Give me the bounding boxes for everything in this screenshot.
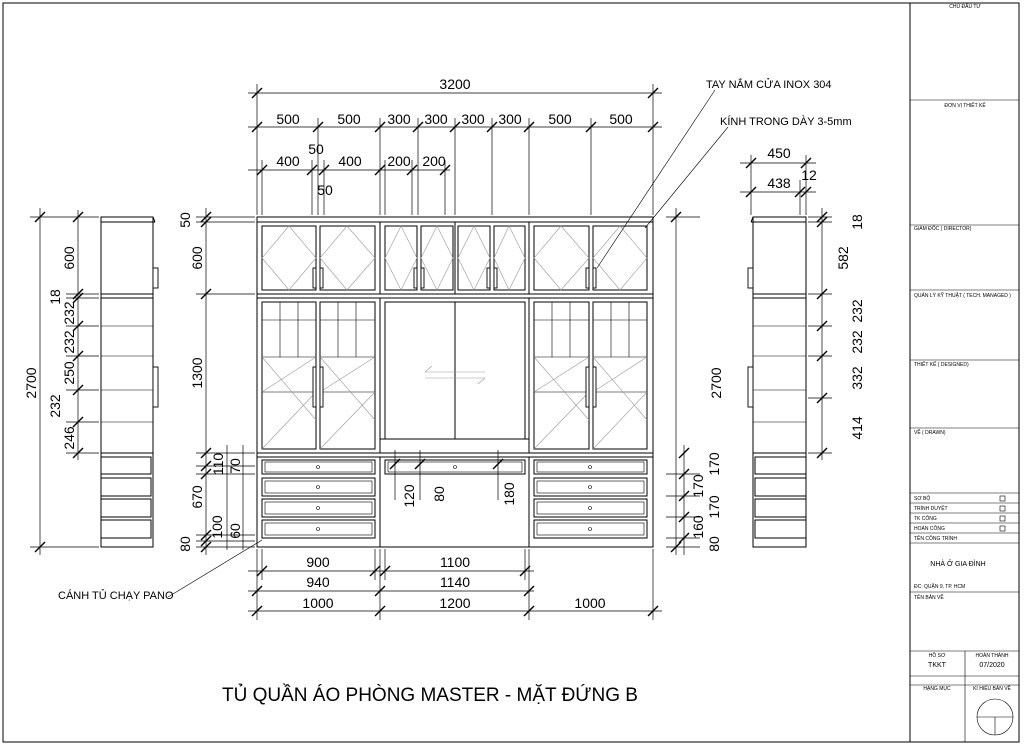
dim-top-total: 3200 bbox=[439, 76, 470, 92]
upper-glass-doors bbox=[261, 222, 648, 294]
tb-drawing-label: TÊN BẢN VẼ bbox=[914, 593, 944, 601]
tb-project-label: TÊN CÔNG TRÌNH bbox=[914, 534, 957, 542]
dim-left-8: 60 bbox=[227, 523, 243, 539]
tb-stage-2: TRÌNH DUYỆT bbox=[914, 504, 948, 512]
dim-mid-sub: 50 bbox=[317, 182, 333, 198]
note-glass: KÍNH TRONG DÀY 3-5mm bbox=[720, 115, 852, 128]
dim-right-5: 160 bbox=[690, 515, 706, 539]
dim-top-5: 300 bbox=[461, 111, 485, 127]
dim-right-2: 170 bbox=[706, 452, 722, 476]
tb-stage-3: TK CÔNG bbox=[914, 515, 937, 522]
dim-left-9: 80 bbox=[177, 536, 193, 552]
left-side-view bbox=[30, 208, 159, 555]
note-handle: TAY NẮM CỬA INOX 304 bbox=[706, 78, 832, 91]
drawing-title: TỦ QUẦN ÁO PHÒNG MASTER - MẶT ĐỨNG B bbox=[222, 684, 638, 706]
right-dim-3: 232 bbox=[849, 299, 865, 323]
dim-bottom-inner-2: 1100 bbox=[440, 554, 470, 570]
tb-owner: CHỦ ĐẦU TƯ bbox=[949, 3, 981, 10]
tb-completed-value: 07/2020 bbox=[979, 662, 1004, 669]
dim-left-6: 670 bbox=[189, 485, 205, 509]
dim-bottom-outer-2: 1200 bbox=[439, 595, 470, 611]
tb-code-label: KÍ HIỆU BẢN VẼ bbox=[973, 684, 1011, 692]
dim-left-3: 1300 bbox=[189, 357, 205, 388]
dim-bottom-mid-2: 1140 bbox=[440, 574, 470, 590]
right-dim-top-3: 12 bbox=[801, 167, 817, 183]
dim-top-8: 500 bbox=[609, 111, 633, 127]
dim-top-3: 300 bbox=[387, 111, 411, 127]
right-side-view bbox=[740, 155, 832, 548]
dim-center-2: 80 bbox=[431, 486, 447, 502]
dim-top-7: 500 bbox=[548, 111, 572, 127]
right-dim-top-2: 438 bbox=[767, 175, 791, 191]
dim-top-4: 300 bbox=[424, 111, 448, 127]
right-dim-4: 232 bbox=[849, 330, 865, 354]
dim-right-4: 170 bbox=[706, 495, 722, 519]
right-dim-5: 332 bbox=[849, 366, 865, 390]
tb-completed-label: HOÀN THÀNH bbox=[976, 652, 1009, 659]
left-dim-6: 232 bbox=[47, 394, 63, 418]
middle-section bbox=[261, 298, 648, 453]
right-dim-2: 582 bbox=[835, 246, 851, 270]
dim-top-2: 500 bbox=[337, 111, 361, 127]
dim-left-2: 600 bbox=[189, 246, 205, 270]
front-dimension-lines bbox=[167, 84, 729, 620]
dim-mid-3: 400 bbox=[338, 153, 362, 169]
dim-mid-1: 400 bbox=[276, 153, 300, 169]
tb-designed: THIẾT KẾ ( DESIGNED) bbox=[914, 361, 969, 368]
tb-stage-4: HOÀN CÔNG bbox=[914, 525, 945, 532]
tb-director: GIÁM ĐỐC ( DIRECTOR) bbox=[914, 225, 972, 232]
tb-tech-manager: QUẢN LÝ KỸ THUẬT ( TECH. MANAGED ) bbox=[914, 292, 1011, 299]
dim-bottom-mid-1: 940 bbox=[306, 574, 330, 590]
dim-bottom-inner-1: 900 bbox=[306, 554, 330, 570]
drawer-section bbox=[261, 457, 648, 547]
tb-stage-1: SƠ BỘ bbox=[914, 495, 930, 502]
dim-right-1: 2700 bbox=[708, 367, 724, 398]
tb-file-label: HỒ SƠ bbox=[929, 652, 946, 659]
right-dim-1: 18 bbox=[849, 214, 865, 230]
dim-mid-5: 200 bbox=[422, 153, 446, 169]
left-dim-2: 18 bbox=[47, 289, 63, 305]
left-dim-7: 246 bbox=[61, 426, 77, 450]
tb-file-value: TKKT bbox=[928, 662, 947, 669]
tb-drawn: VẼ ( DRAWN) bbox=[914, 429, 946, 436]
tb-address: ĐC: QUẬN 9, TP. HCM bbox=[914, 583, 965, 590]
left-dim-total: 2700 bbox=[23, 367, 39, 398]
dim-left-5: 70 bbox=[227, 458, 243, 474]
dim-mid-4: 200 bbox=[387, 153, 411, 169]
dim-bottom-outer-3: 1000 bbox=[574, 595, 605, 611]
dim-center-1: 120 bbox=[401, 484, 417, 508]
note-panel: CÁNH TỦ CHẠY PANO bbox=[58, 589, 174, 602]
dim-bottom-outer-1: 1000 bbox=[302, 595, 333, 611]
tb-item-label: HẠNG MỤC bbox=[923, 686, 951, 692]
dim-top-6: 300 bbox=[498, 111, 522, 127]
dim-top-1: 500 bbox=[276, 111, 300, 127]
dim-center-3: 180 bbox=[501, 482, 517, 506]
right-dim-6: 414 bbox=[849, 416, 865, 440]
right-dim-top-1: 450 bbox=[767, 145, 791, 161]
title-block bbox=[909, 3, 1019, 742]
dim-left-1: 50 bbox=[177, 212, 193, 228]
left-dim-3: 232 bbox=[61, 301, 77, 325]
front-elevation bbox=[256, 216, 654, 548]
dim-mid-2: 50 bbox=[308, 141, 324, 157]
dim-left-4: 110 bbox=[210, 453, 226, 476]
dim-right-6: 80 bbox=[706, 536, 722, 552]
tb-project-name: NHÀ Ở GIA ĐÌNH bbox=[930, 559, 985, 568]
dim-left-7: 100 bbox=[209, 515, 225, 539]
left-dim-1: 600 bbox=[61, 246, 77, 270]
left-dim-5: 250 bbox=[61, 361, 77, 385]
tb-design-unit: ĐƠN VỊ THIẾT KẾ bbox=[944, 102, 986, 109]
left-dim-4: 232 bbox=[61, 330, 77, 354]
dim-right-3: 170 bbox=[690, 474, 706, 498]
